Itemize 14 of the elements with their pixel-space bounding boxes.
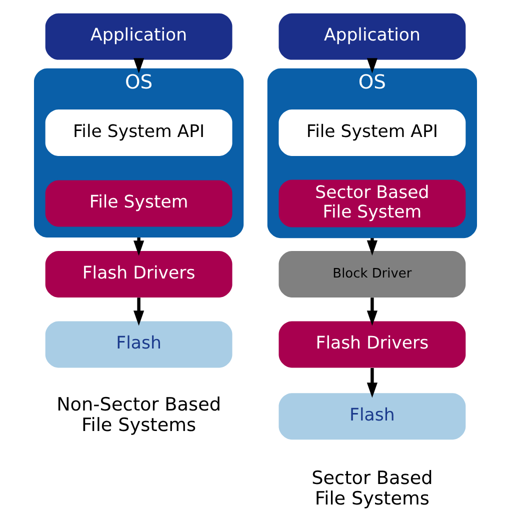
- arrow: [366, 297, 378, 326]
- node-box: File System API: [278, 108, 466, 156]
- node-box: File System: [45, 180, 232, 226]
- node-box: File System API: [45, 108, 232, 156]
- arrow: [366, 368, 378, 398]
- node-box: Flash Drivers: [278, 320, 466, 368]
- label: Non-Sector Based File Systems: [56, 394, 222, 436]
- node-box: Flash: [45, 320, 232, 368]
- node-box: Flash: [278, 392, 466, 440]
- arrow: [134, 297, 144, 326]
- label: Sector Based File Systems: [312, 467, 433, 510]
- node-box: Flash Drivers: [45, 250, 232, 297]
- node-box: Block Driver: [278, 250, 466, 297]
- node-box: Sector Based File System: [278, 179, 466, 227]
